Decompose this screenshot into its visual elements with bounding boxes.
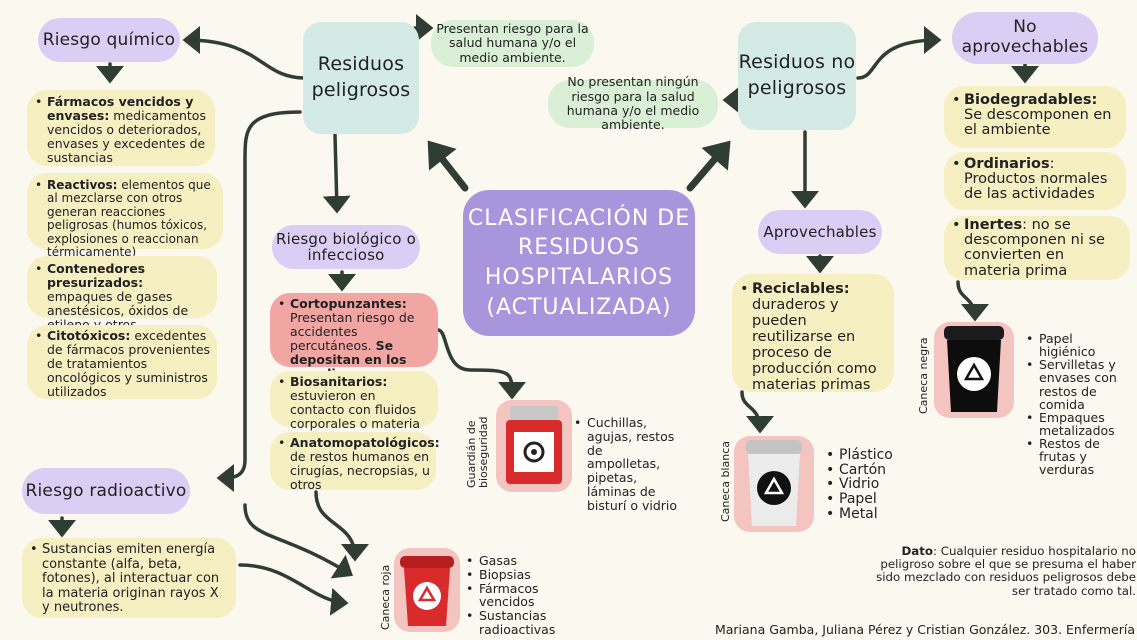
quimico-item-contenedores: Contenedores presurizados: empaques de g… xyxy=(27,256,217,332)
caneca-blanca xyxy=(734,436,814,532)
aprovechables-title: Aprovechables xyxy=(758,210,882,254)
center-title: CLASIFICACIÓN DE RESIDUOS HOSPITALARIOS … xyxy=(463,190,695,336)
guardian-list: Cuchillas, agujas, restos de ampolletas,… xyxy=(574,416,678,512)
radioactivo-item: Sustancias emiten energía constante (alf… xyxy=(22,538,236,618)
biologico-item-cortopunzantes: Cortopunzantes: Presentan riesgo de acci… xyxy=(270,293,438,381)
caneca-roja-label: Caneca roja xyxy=(379,564,392,630)
guardian-label: Guardián de bioseguridad xyxy=(465,416,491,488)
caneca-roja-list: Gasas Biopsias Fármacos vencidos Sustanc… xyxy=(466,554,566,637)
residuos-no-peligrosos-node: Residuos no peligrosos xyxy=(738,22,856,130)
authors-credit: Mariana Gamba, Juliana Pérez y Cristian … xyxy=(714,622,1135,637)
biologico-item-anatomopatologicos: Anatomopatológicos: de restos humanos en… xyxy=(270,432,440,492)
quimico-item-citotoxicos: Citotóxicos: excedentes de fármacos prov… xyxy=(27,325,217,399)
dato-note: Dato: Cualquier residuo hospitalario no … xyxy=(876,544,1136,598)
recycle-icon xyxy=(944,326,1004,412)
peligrosos-note: Presentan riesgo para la salud humana y/… xyxy=(431,20,594,67)
caneca-negra-label: Caneca negra xyxy=(917,337,930,414)
biohazard-icon xyxy=(506,406,562,484)
quimico-item-reactivos: Reactivos: elementos que al mezclarse co… xyxy=(27,173,223,259)
arrow-center-to-peligrosos xyxy=(427,140,469,192)
guardian-container xyxy=(496,400,572,492)
caneca-negra xyxy=(934,322,1014,418)
biologico-item-biosanitarios: Biosanitarios: estuvieron en contacto co… xyxy=(270,371,438,445)
caneca-blanca-label: Caneca blanca xyxy=(719,441,732,522)
caneca-blanca-list: Plástico Cartón Vidrio Papel Metal xyxy=(826,448,916,521)
residuos-peligrosos-node: Residuos peligrosos xyxy=(303,22,419,134)
quimico-item-farmacos: Fármacos vencidos y envases: medicamento… xyxy=(27,90,215,166)
no-aprovechables-item-ordinarios: Ordinarios: Productos normales de las ac… xyxy=(944,152,1126,210)
no-aprovechables-item-biodegradables: Biodegradables: Se descomponen en el amb… xyxy=(944,86,1126,148)
riesgo-biologico-title: Riesgo biológico o infeccioso xyxy=(272,225,420,269)
riesgo-radioactivo-title: Riesgo radioactivo xyxy=(22,468,190,514)
riesgo-quimico-title: Riesgo químico xyxy=(38,18,180,62)
no-aprovechables-title: No aprovechables xyxy=(952,12,1098,64)
recycle-icon xyxy=(746,440,802,526)
no-aprovechables-item-inertes: Inertes: no se descomponen ni se convier… xyxy=(944,216,1130,280)
no-peligrosos-note: No presentan ningún riesgo para la salud… xyxy=(548,75,718,132)
caneca-negra-list: Papel higiénico Servilletas y envases co… xyxy=(1026,332,1126,477)
recycle-icon xyxy=(400,556,454,626)
caneca-roja xyxy=(394,548,460,632)
aprovechables-item-reciclables: Reciclables: duraderos y pueden reutiliz… xyxy=(732,274,894,393)
arrow-center-to-no-peligrosos xyxy=(686,140,731,192)
